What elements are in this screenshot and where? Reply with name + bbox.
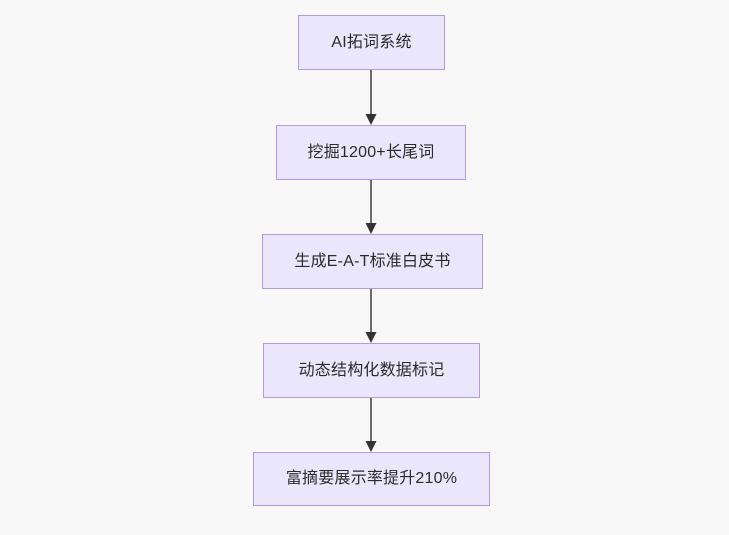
node-label: 动态结构化数据标记 (298, 361, 445, 379)
node-label: 挖掘1200+长尾词 (307, 143, 435, 161)
edge-n0-n1 (365, 70, 377, 125)
edge-n3-n4 (365, 398, 377, 452)
node-label: 富摘要展示率提升210% (285, 470, 458, 487)
flowchart-node-ai-keyword-system[interactable]: AI拓词系统 (298, 15, 445, 70)
edge-n1-n2 (365, 180, 377, 234)
flowchart-node-dynamic-structured-data-markup[interactable]: 动态结构化数据标记 (263, 343, 480, 398)
flowchart-node-generate-eat-whitepaper[interactable]: 生成E-A-T标准白皮书 (262, 234, 483, 289)
node-label: 生成E-A-T标准白皮书 (294, 252, 451, 270)
flowchart-node-rich-snippet-impression-lift[interactable]: 富摘要展示率提升210% (253, 452, 490, 506)
edge-n2-n3 (365, 289, 377, 343)
flowchart-node-mine-longtail-keywords[interactable]: 挖掘1200+长尾词 (276, 125, 466, 180)
node-label: AI拓词系统 (331, 33, 412, 51)
